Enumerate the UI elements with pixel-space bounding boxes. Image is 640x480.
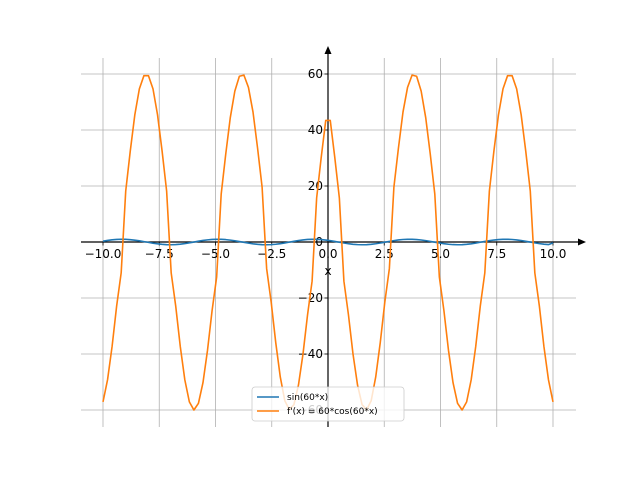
x-tick-label: −5.0 xyxy=(201,247,230,261)
y-tick-label: 60 xyxy=(308,67,323,81)
x-tick-label: −2.5 xyxy=(257,247,286,261)
x-tick-label: 0.0 xyxy=(318,247,337,261)
legend-box xyxy=(251,386,405,422)
legend-label: f'(x) = 60*cos(60*x) xyxy=(287,407,378,417)
x-tick-label: −10.0 xyxy=(85,247,122,261)
legend: sin(60*x) f'(x) = 60*cos(60*x) xyxy=(251,386,405,422)
y-axis-arrow xyxy=(324,46,332,54)
x-axis-label: x xyxy=(324,264,331,278)
tick-labels: −10.0−7.5−5.0−2.50.02.55.07.510.0−60−40−… xyxy=(85,67,567,417)
x-tick-label: 7.5 xyxy=(487,247,506,261)
y-tick-label: 0 xyxy=(315,235,323,249)
x-tick-label: 2.5 xyxy=(375,247,394,261)
legend-label: sin(60*x) xyxy=(287,393,328,403)
series-line-2 xyxy=(102,74,554,411)
axes xyxy=(81,46,586,427)
x-tick-label: −7.5 xyxy=(145,247,174,261)
plot-lines xyxy=(102,74,554,411)
x-tick-label: 5.0 xyxy=(431,247,450,261)
y-tick-label: −40 xyxy=(298,347,323,361)
y-tick-label: 20 xyxy=(308,179,323,193)
series-line-1 xyxy=(102,238,554,246)
x-axis-arrow xyxy=(578,238,586,246)
x-tick-label: 10.0 xyxy=(540,247,567,261)
y-tick-label: 40 xyxy=(308,123,323,137)
